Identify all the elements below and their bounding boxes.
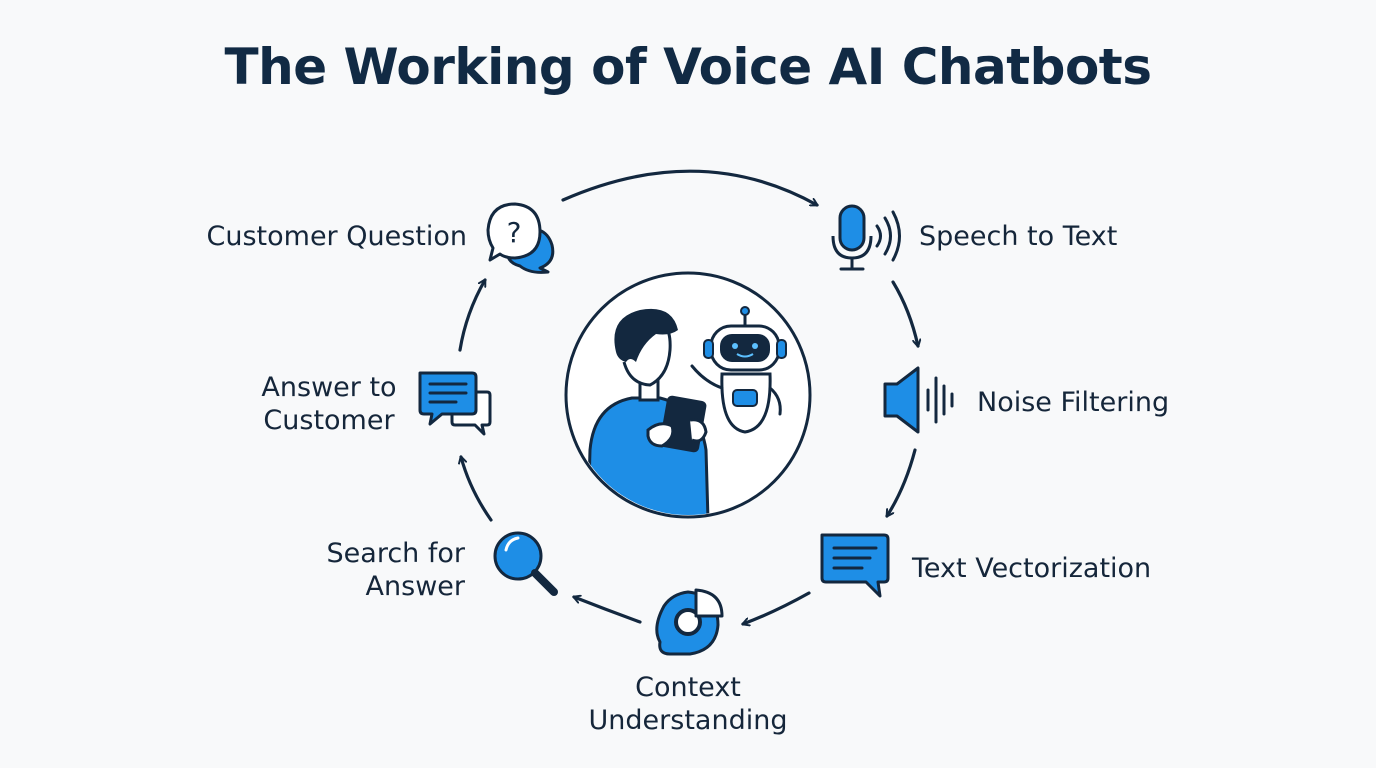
step-label-line: Answer to bbox=[261, 372, 397, 403]
microphone-icon bbox=[831, 204, 901, 271]
step-label-text-vectorization: Text Vectorization bbox=[912, 552, 1202, 585]
arrow-answer-to-question bbox=[458, 280, 487, 352]
step-label-line: Speech to Text bbox=[919, 221, 1118, 252]
page-title: The Working of Voice AI Chatbots bbox=[224, 38, 1152, 96]
robot-icon bbox=[690, 306, 787, 434]
text-bubble-icon bbox=[820, 533, 890, 598]
magnifier-icon bbox=[493, 531, 558, 596]
step-label-line: Customer bbox=[263, 405, 395, 436]
step-label-line: Search for bbox=[326, 538, 465, 569]
question-bubble-icon: ? bbox=[486, 202, 555, 274]
step-label-search-for-answer: Search for Answer bbox=[264, 537, 465, 603]
step-label-line: Understanding bbox=[588, 705, 788, 736]
arrow-vector-to-context bbox=[743, 591, 811, 624]
arrow-speech-to-noise bbox=[891, 280, 918, 346]
arrow-search-to-answer bbox=[461, 457, 493, 522]
center-illustration bbox=[564, 271, 812, 519]
arrow-noise-to-vector bbox=[885, 448, 917, 516]
step-label-line: Noise Filtering bbox=[977, 387, 1170, 418]
svg-text:?: ? bbox=[507, 216, 522, 249]
step-label-noise-filtering: Noise Filtering bbox=[977, 386, 1217, 419]
step-label-line: Answer bbox=[365, 571, 465, 602]
step-label-answer-to-customer: Answer to Customer bbox=[236, 371, 422, 437]
brain-pie-icon bbox=[655, 588, 724, 656]
arrow-context-to-search bbox=[574, 597, 642, 624]
step-label-speech-to-text: Speech to Text bbox=[919, 220, 1179, 253]
arrow-question-to-speech bbox=[561, 169, 817, 207]
step-label-line: Text Vectorization bbox=[912, 553, 1152, 584]
step-label-line: Context bbox=[635, 672, 741, 703]
step-label-line: Customer Question bbox=[206, 221, 468, 252]
chat-bubbles-icon bbox=[418, 371, 492, 436]
speaker-wave-icon bbox=[883, 366, 954, 434]
person-icon bbox=[586, 308, 710, 515]
step-label-customer-question: Customer Question bbox=[170, 220, 468, 253]
step-label-context-understanding: Context Understanding bbox=[558, 671, 818, 737]
